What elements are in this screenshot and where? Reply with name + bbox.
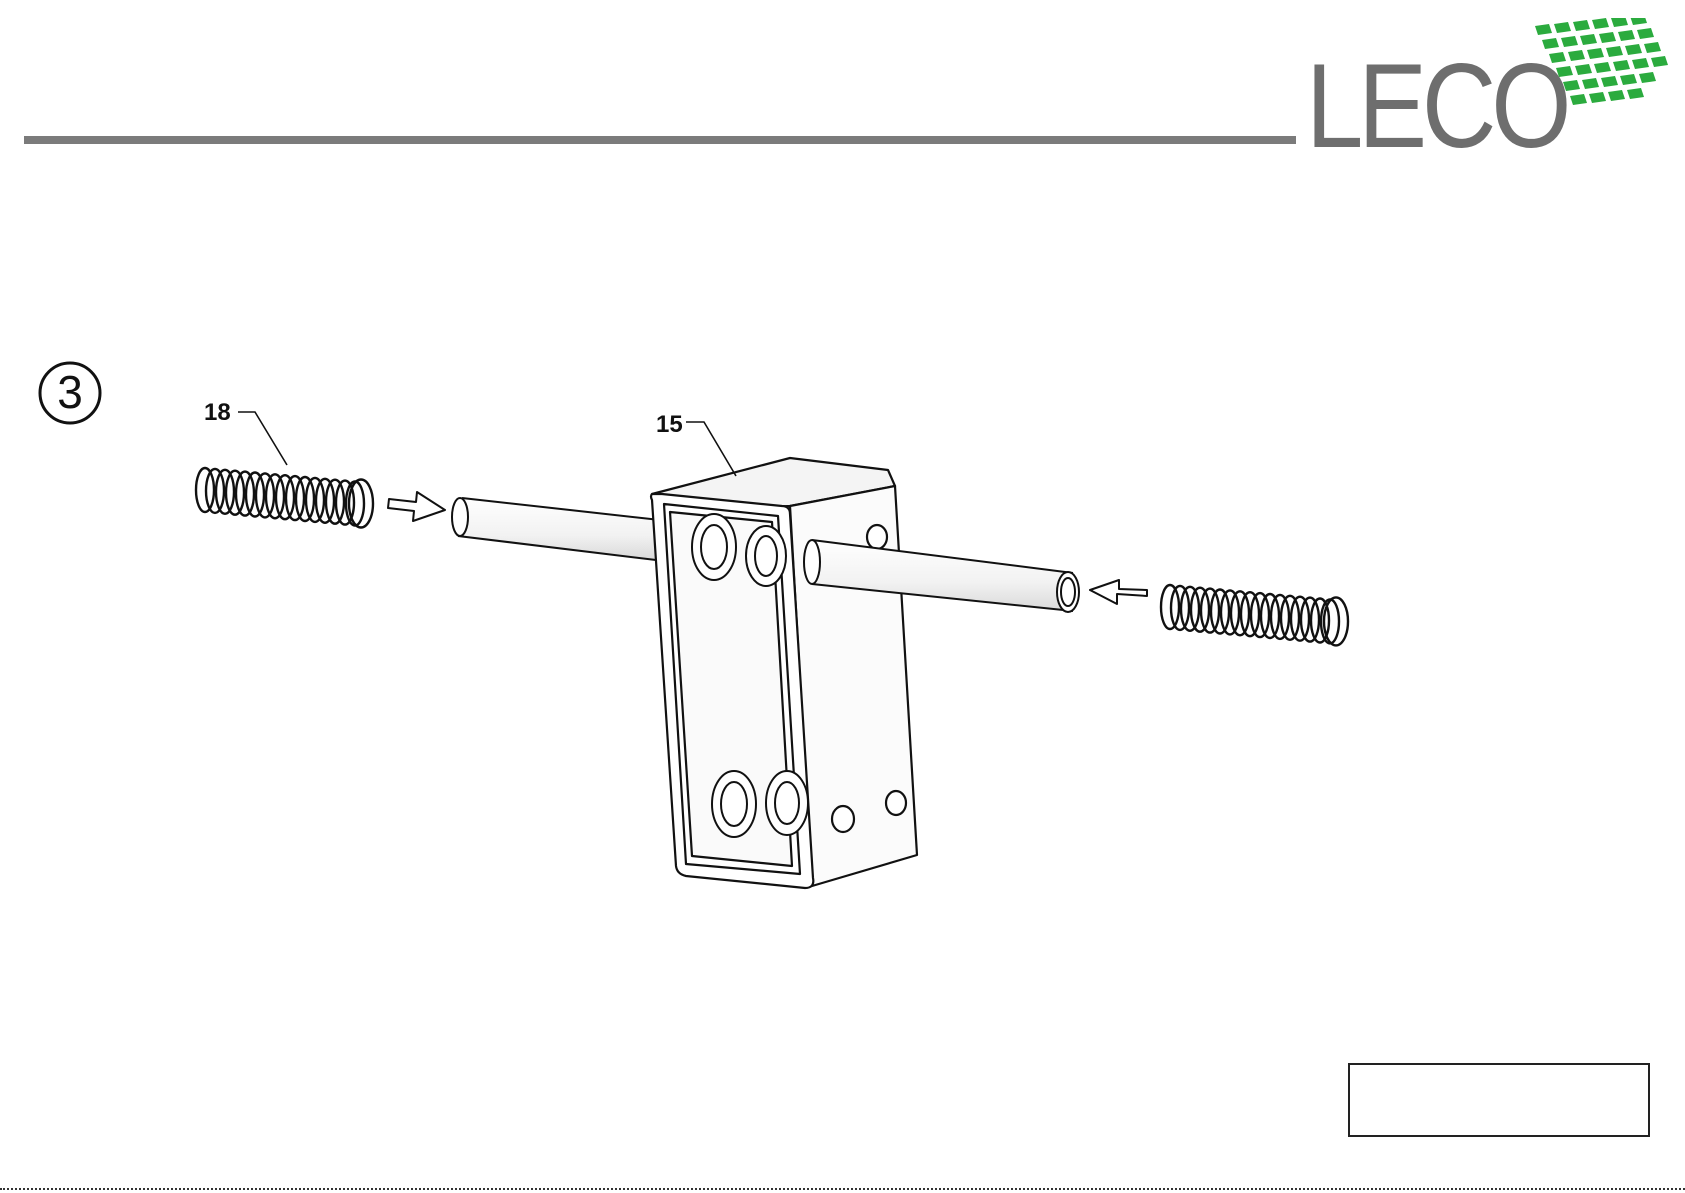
coil-spring-icon (1161, 585, 1348, 645)
rod-left (452, 498, 660, 560)
insert-arrow-icon (388, 492, 445, 521)
callout-leader-15 (686, 422, 736, 476)
callout-label-15: 15 (656, 411, 683, 438)
note-box (1348, 1063, 1650, 1137)
insert-arrow-icon (1090, 580, 1147, 604)
footer-line (0, 1188, 1685, 1190)
callout-label-18: 18 (204, 399, 231, 426)
coil-spring-icon (196, 468, 373, 528)
callout-leader-18 (238, 412, 287, 465)
